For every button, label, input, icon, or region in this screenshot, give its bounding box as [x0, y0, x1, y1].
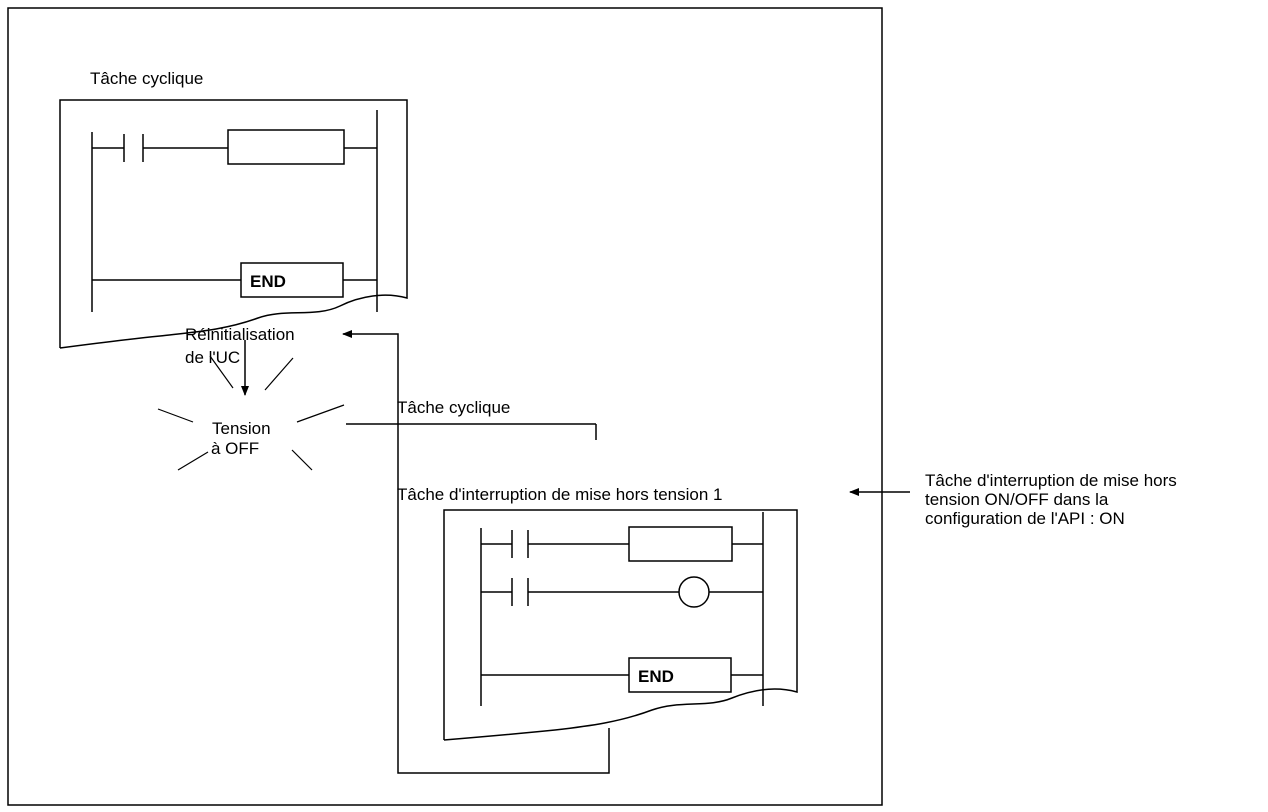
- burst-ray: [177, 451, 209, 471]
- interrupt-task-sheet-outline: [443, 509, 798, 741]
- power-off-label-line1: Tension: [212, 419, 271, 438]
- cpu-reset-label-line2: de l'UC: [185, 348, 240, 367]
- burst-ray: [291, 449, 313, 471]
- instruction-box: [227, 129, 345, 165]
- interrupt-task-program: END: [443, 509, 798, 741]
- output-coil: [678, 576, 710, 608]
- reset-return-path: [342, 330, 610, 774]
- power-off-burst: [157, 355, 345, 471]
- outer-frame: [7, 7, 883, 806]
- cyclic-task-program: END: [59, 99, 408, 349]
- burst-ray: [157, 408, 194, 423]
- cyclic-task-top-label: Tâche cyclique: [90, 69, 203, 88]
- burst-ray: [209, 355, 234, 389]
- setting-label-line3: configuration de l'API : ON: [925, 509, 1125, 528]
- instruction-box: [628, 526, 733, 562]
- setting-label-line1: Tâche d'interruption de mise hors: [925, 471, 1177, 490]
- burst-ray: [264, 357, 294, 391]
- interrupt-task-title: Tâche d'interruption de mise hors tensio…: [397, 485, 722, 504]
- end-instruction-label: END: [250, 272, 286, 291]
- cpu-reset-label-line1: Réinitialisation: [185, 325, 295, 344]
- setting-label-line2: tension ON/OFF dans la: [925, 490, 1109, 509]
- end-instruction-label: END: [638, 667, 674, 686]
- cyclic-task-sheet-outline: [59, 99, 408, 349]
- burst-ray: [296, 404, 345, 423]
- cyclic-task-mid-label: Tâche cyclique: [397, 398, 510, 417]
- power-off-label-line2: à OFF: [211, 439, 259, 458]
